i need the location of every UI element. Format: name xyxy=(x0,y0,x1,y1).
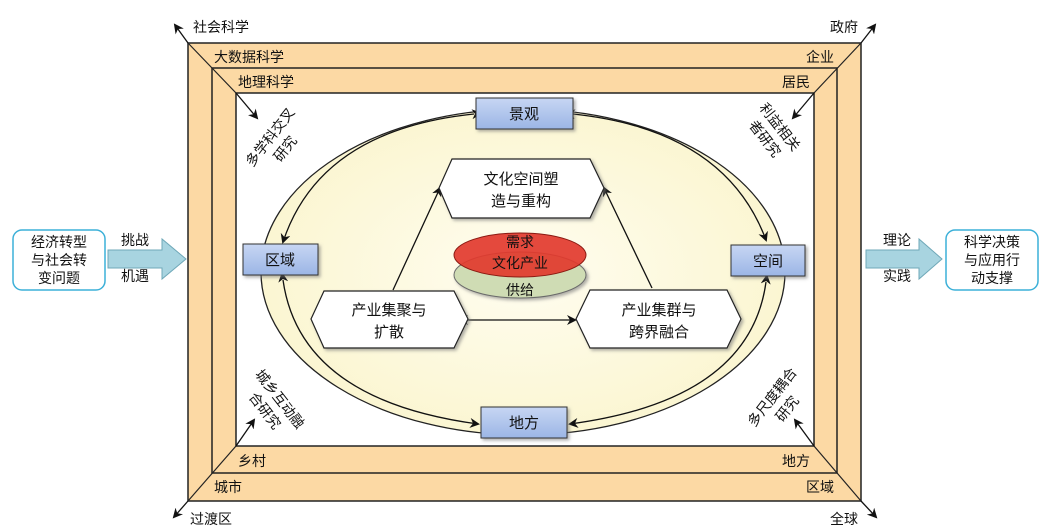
demand-label: 需求 xyxy=(506,235,534,251)
outer-label-bottom-right: 全球 xyxy=(830,511,858,528)
demand-ellipse xyxy=(453,232,587,278)
right-block-arrow: 理论 实践 xyxy=(865,233,943,285)
svg-text:与应用行: 与应用行 xyxy=(964,252,1020,269)
outer-label-top-right: 政府 xyxy=(830,20,858,36)
industry-label: 文化产业 xyxy=(492,256,548,272)
triangle-arrows xyxy=(392,186,653,325)
hexagon-cultural-space: 文化空间塑 造与重构 xyxy=(438,158,605,219)
core-box-place: 地方 xyxy=(480,406,568,439)
svg-text:地方: 地方 xyxy=(509,414,539,432)
center-supply-demand: 需求 文化产业 供给 xyxy=(453,232,587,299)
theory-label: 理论 xyxy=(883,233,911,249)
svg-text:变问题: 变问题 xyxy=(38,271,80,287)
hexagon-industry-agglomeration: 产业集聚与 扩散 xyxy=(310,290,469,349)
challenge-label: 挑战 xyxy=(121,233,149,249)
inner-corner-arrows xyxy=(235,92,815,447)
ring1-label-top-left: 大数据科学 xyxy=(214,50,284,66)
svg-text:产业集群与: 产业集群与 xyxy=(621,301,696,319)
svg-text:景观: 景观 xyxy=(509,105,539,123)
svg-text:经济转型: 经济转型 xyxy=(31,235,87,251)
ring2-label-bottom-right: 地方 xyxy=(782,454,810,470)
ellipse-flow-arrows xyxy=(278,109,771,428)
outer-label-bottom-left: 过渡区 xyxy=(190,512,232,528)
svg-text:文化空间塑: 文化空间塑 xyxy=(483,170,558,188)
ring1-label-top-right: 企业 xyxy=(806,49,834,66)
svg-text:与社会转: 与社会转 xyxy=(31,253,87,269)
left-problem-box: 经济转型 与社会转 变问题 xyxy=(12,229,106,291)
svg-text:动支撑: 动支撑 xyxy=(971,271,1013,287)
outer-corner-arrows xyxy=(172,23,878,519)
outer-label-top-left: 社会科学 xyxy=(193,20,249,36)
opportunity-label: 机遇 xyxy=(121,269,149,285)
practice-label: 实践 xyxy=(883,269,911,285)
svg-text:跨界融合: 跨界融合 xyxy=(629,323,689,341)
hexagon-industry-cluster: 产业集群与 跨界融合 xyxy=(575,289,742,349)
ring2-label-bottom-left: 乡村 xyxy=(238,454,266,470)
ring1-label-bottom-left: 城市 xyxy=(214,479,242,496)
svg-text:科学决策: 科学决策 xyxy=(964,234,1020,251)
core-box-region: 区域 xyxy=(242,243,319,276)
supply-label: 供给 xyxy=(506,283,534,299)
svg-text:区域: 区域 xyxy=(265,251,295,269)
svg-text:空间: 空间 xyxy=(753,252,783,270)
svg-text:造与重构: 造与重构 xyxy=(491,192,551,210)
right-outcome-box: 科学决策 与应用行 动支撑 xyxy=(945,229,1039,291)
svg-text:产业集聚与: 产业集聚与 xyxy=(351,301,426,319)
svg-text:扩散: 扩散 xyxy=(374,323,404,341)
ring2-label-top-left: 地理科学 xyxy=(238,75,294,91)
left-block-arrow: 挑战 机遇 xyxy=(107,233,187,285)
core-box-space: 空间 xyxy=(730,244,806,277)
ring2-label-top-right: 居民 xyxy=(782,75,810,91)
ring1-label-bottom-right: 区域 xyxy=(806,480,834,496)
core-box-landscape: 景观 xyxy=(475,97,574,130)
